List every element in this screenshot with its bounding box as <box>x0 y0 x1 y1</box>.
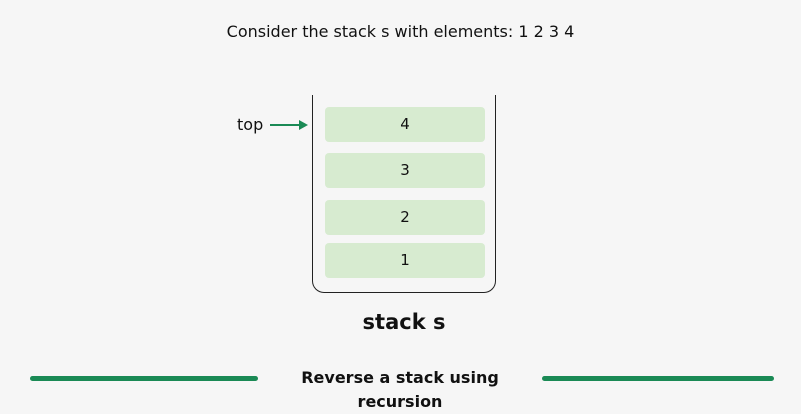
top-label: top <box>237 115 264 134</box>
footer-divider-right <box>542 376 774 381</box>
stack-element: 4 <box>325 107 485 142</box>
top-pointer-arrow-icon <box>270 120 308 130</box>
footer-title: Reverse a stack using recursion <box>301 368 499 411</box>
stack-container: 4 3 2 1 <box>312 95 496 293</box>
footer-divider-left <box>30 376 258 381</box>
stack-element: 1 <box>325 243 485 278</box>
stack-element: 2 <box>325 200 485 235</box>
diagram-heading: Consider the stack s with elements: 1 2 … <box>226 22 575 41</box>
stack-element: 3 <box>325 153 485 188</box>
stack-caption: stack s <box>362 310 446 334</box>
